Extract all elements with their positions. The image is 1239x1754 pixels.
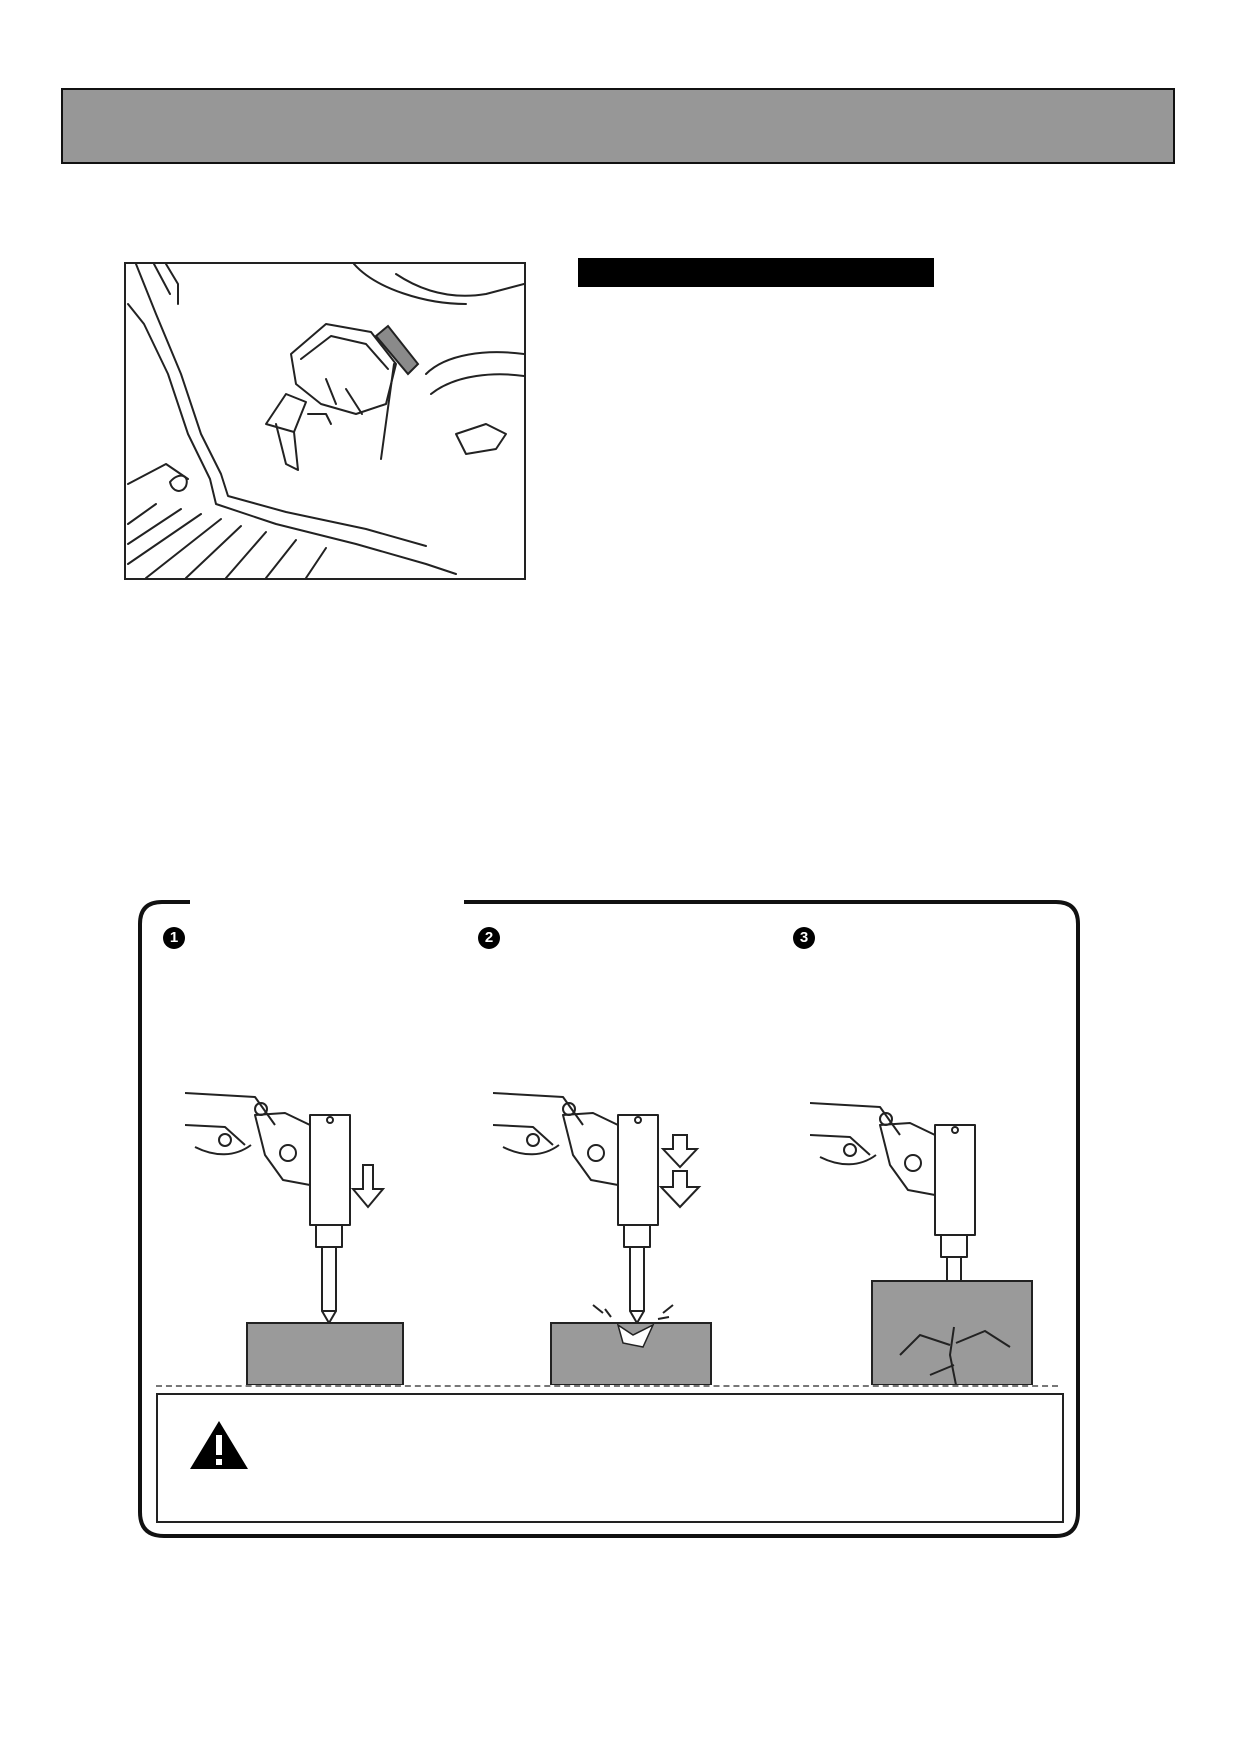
- breaker-step-2-illustration: [492, 1085, 738, 1386]
- cab-interior-illustration: [124, 262, 526, 580]
- step-3-badge: 3: [793, 927, 815, 949]
- warning-triangle-icon: [190, 1421, 248, 1469]
- breaker-step-1-illustration: [184, 1085, 430, 1386]
- section-heading-bar: [578, 258, 934, 287]
- breaker-step-3-illustration: [809, 1085, 1055, 1386]
- warning-box: [156, 1393, 1064, 1523]
- page-header-bar: [61, 88, 1175, 164]
- panel-dashed-divider: [156, 1385, 1058, 1387]
- step-2-badge: 2: [478, 927, 500, 949]
- procedure-panel: [138, 900, 1082, 1540]
- step-1-badge: 1: [163, 927, 185, 949]
